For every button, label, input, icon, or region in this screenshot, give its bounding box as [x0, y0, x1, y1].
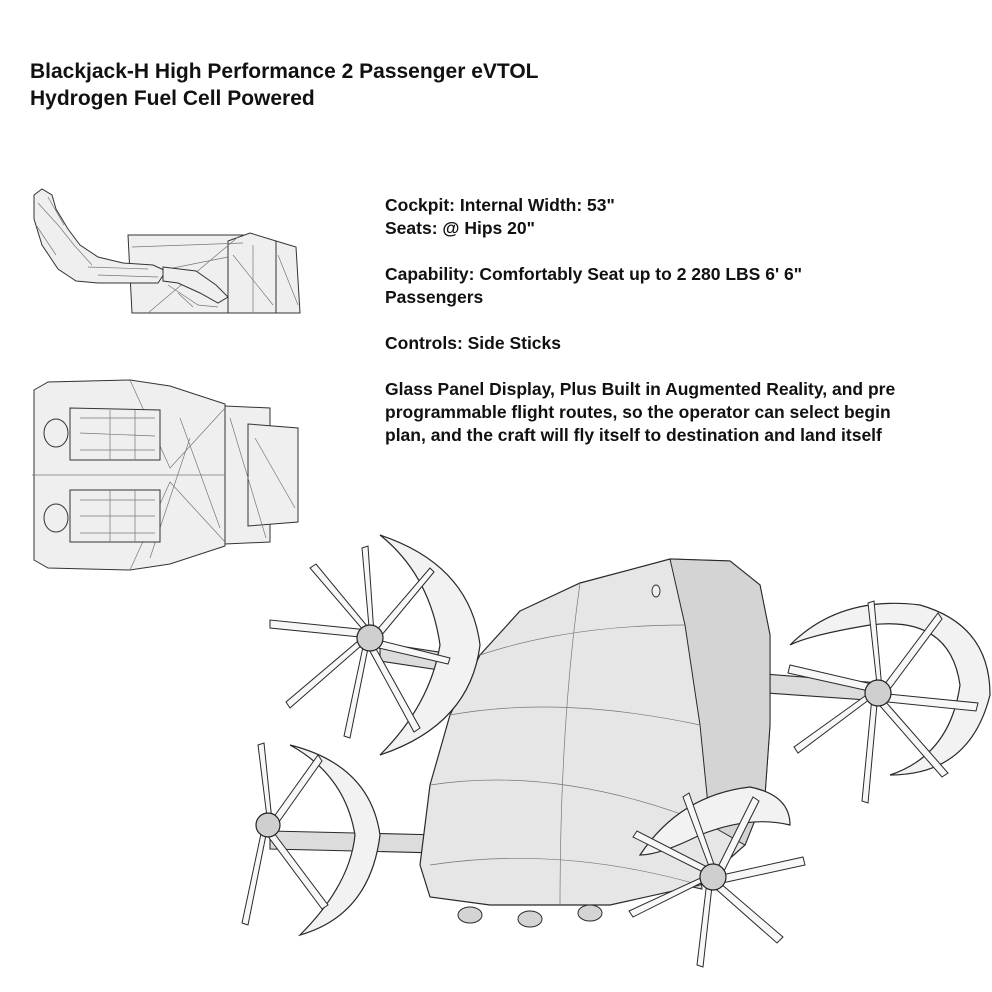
- rotor-rear-right: [628, 786, 806, 968]
- rotor-front-right-top: [787, 600, 991, 804]
- spec-capability-block: Capability: Comfortably Seat up to 2 280…: [385, 263, 985, 309]
- spec-capability-line-2: Passengers: [385, 287, 484, 307]
- spec-display-line-1: Glass Panel Display, Plus Built in Augme…: [385, 379, 896, 399]
- page-title: Blackjack-H High Performance 2 Passenger…: [30, 58, 539, 112]
- rotor-front-left-top: [269, 534, 481, 756]
- cockpit-side-view-drawing: [33, 188, 301, 314]
- spec-list: Cockpit: Internal Width: 53" Seats: @ Hi…: [385, 194, 985, 470]
- title-line-2: Hydrogen Fuel Cell Powered: [30, 87, 315, 110]
- cockpit-top-view-drawing: [32, 379, 299, 571]
- title-line-1: Blackjack-H High Performance 2 Passenger…: [30, 60, 539, 83]
- evtol-aircraft-isometric-drawing: [241, 534, 991, 968]
- rotor-rear-left: [241, 742, 381, 937]
- spec-display-line-2: programmable flight routes, so the opera…: [385, 402, 891, 422]
- spec-seats: Seats: @ Hips 20": [385, 218, 535, 238]
- spec-cockpit-block: Cockpit: Internal Width: 53" Seats: @ Hi…: [385, 194, 985, 240]
- spec-controls-block: Controls: Side Sticks: [385, 332, 985, 355]
- spec-cockpit-width: Cockpit: Internal Width: 53": [385, 195, 615, 215]
- spec-capability-line-1: Capability: Comfortably Seat up to 2 280…: [385, 264, 802, 284]
- spec-display-block: Glass Panel Display, Plus Built in Augme…: [385, 378, 985, 447]
- spec-display-line-3: plan, and the craft will fly itself to d…: [385, 425, 882, 445]
- spec-controls: Controls: Side Sticks: [385, 333, 562, 353]
